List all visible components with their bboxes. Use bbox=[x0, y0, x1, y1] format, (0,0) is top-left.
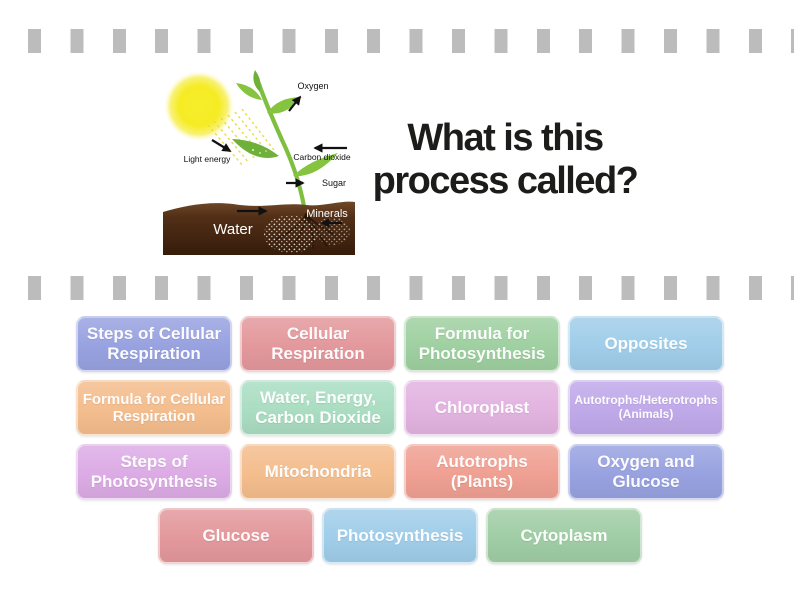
answer-button[interactable]: Mitochondria bbox=[240, 444, 396, 500]
answer-label: Formula for Cellular Respiration bbox=[82, 390, 226, 425]
answer-button[interactable]: Formula for Photosynthesis bbox=[404, 316, 560, 372]
photosynthesis-diagram: Oxygen Light energy Carbon dioxide Sugar… bbox=[163, 70, 355, 255]
answer-button[interactable]: Glucose bbox=[158, 508, 314, 564]
plant-icon bbox=[232, 70, 338, 221]
answers-grid: Steps of Cellular Respiration Cellular R… bbox=[0, 316, 800, 564]
answer-row: Steps of Cellular Respiration Cellular R… bbox=[76, 316, 724, 372]
answer-button[interactable]: Oxygen and Glucose bbox=[568, 444, 724, 500]
answer-label: Cytoplasm bbox=[520, 526, 608, 546]
answer-label: Water, Energy, Carbon Dioxide bbox=[255, 388, 381, 427]
answer-label: Steps of Photosynthesis bbox=[90, 452, 218, 491]
label-sugar: Sugar bbox=[322, 178, 346, 188]
answer-label: Autotrophs/Heterotrophs (Animals) bbox=[574, 393, 718, 421]
answer-label: Formula for Photosynthesis bbox=[418, 324, 546, 363]
label-oxygen: Oxygen bbox=[297, 81, 328, 91]
label-light-energy: Light energy bbox=[184, 154, 232, 164]
answer-button[interactable]: Chloroplast bbox=[404, 380, 560, 436]
answer-label: Autotrophs (Plants) bbox=[436, 452, 528, 491]
label-water: Water bbox=[213, 221, 252, 238]
answer-button[interactable]: Opposites bbox=[568, 316, 724, 372]
answer-button[interactable]: Steps of Photosynthesis bbox=[76, 444, 232, 500]
answer-button[interactable]: Formula for Cellular Respiration bbox=[76, 380, 232, 436]
answer-button[interactable]: Photosynthesis bbox=[322, 508, 478, 564]
answer-label: Chloroplast bbox=[434, 398, 530, 418]
answer-label: Mitochondria bbox=[264, 462, 372, 482]
question-text: What is this process called? bbox=[372, 117, 639, 202]
answer-button[interactable]: Water, Energy, Carbon Dioxide bbox=[240, 380, 396, 436]
label-carbon-dioxide: Carbon dioxide bbox=[293, 152, 350, 162]
flow-arrows bbox=[211, 95, 347, 228]
answer-label: Photosynthesis bbox=[336, 526, 464, 546]
answer-button[interactable]: Cellular Respiration bbox=[240, 316, 396, 372]
answer-button[interactable]: Autotrophs (Plants) bbox=[404, 444, 560, 500]
answer-row: Formula for Cellular Respiration Water, … bbox=[76, 380, 724, 436]
answer-button[interactable]: Steps of Cellular Respiration bbox=[76, 316, 232, 372]
answer-label: Opposites bbox=[604, 334, 688, 354]
answer-label: Steps of Cellular Respiration bbox=[86, 324, 222, 363]
answer-button[interactable]: Autotrophs/Heterotrophs (Animals) bbox=[568, 380, 724, 436]
answer-label: Oxygen and Glucose bbox=[597, 452, 695, 491]
answer-row: Steps of Photosynthesis Mitochondria Aut… bbox=[76, 444, 724, 500]
question-image: Oxygen Light energy Carbon dioxide Sugar… bbox=[163, 68, 355, 255]
label-minerals: Minerals bbox=[306, 208, 348, 220]
answer-label: Cellular Respiration bbox=[271, 324, 365, 363]
answer-label: Glucose bbox=[202, 526, 270, 546]
answer-row: Glucose Photosynthesis Cytoplasm bbox=[158, 508, 642, 564]
answer-button[interactable]: Cytoplasm bbox=[486, 508, 642, 564]
sun-icon bbox=[164, 71, 234, 141]
filmstrip-bottom-decoration bbox=[28, 276, 794, 300]
filmstrip-top-decoration bbox=[28, 29, 794, 53]
